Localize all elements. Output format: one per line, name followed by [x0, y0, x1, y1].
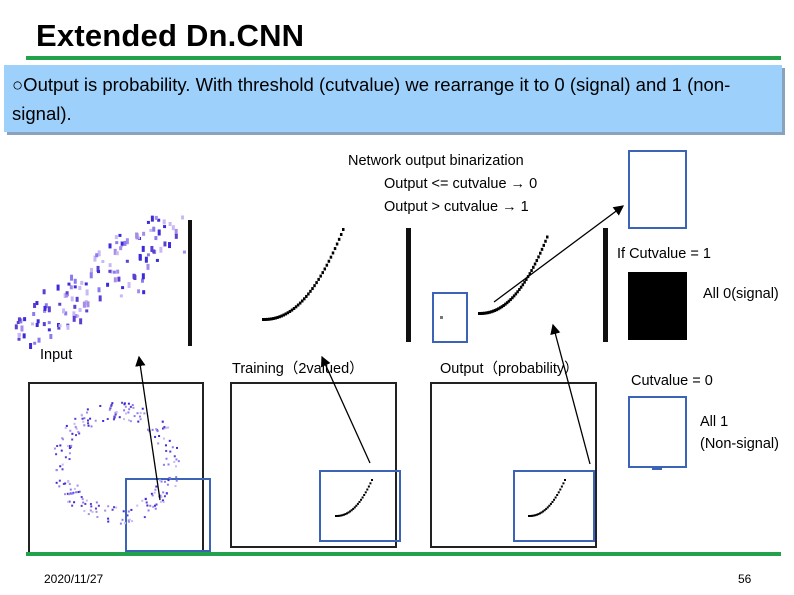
input-crop-edge	[188, 220, 192, 346]
input-panel-label: Input	[40, 347, 73, 363]
summary-banner: ○Output is probability. With threshold (…	[4, 65, 782, 132]
output-crop-edge	[603, 228, 608, 342]
banner-text: ○Output is probability. With threshold (…	[12, 74, 731, 124]
footer-date: 2020/11/27	[44, 572, 104, 586]
cutvalue-zero-label: Cutvalue = 0	[631, 373, 713, 389]
binarization-rule-zero: Output <= cutvalue → 0	[384, 176, 538, 192]
output-zoom-box	[513, 470, 595, 542]
panel-hits	[53, 401, 566, 525]
cutvalue-one-label: If Cutvalue = 1	[617, 246, 711, 262]
binarization-rule-one: Output > cutvalue → 1	[384, 199, 529, 215]
track-crops	[262, 228, 549, 321]
output-panel-label: Output（probability）	[440, 361, 579, 377]
all-signal-black-block	[628, 272, 687, 340]
training-panel-label: Training（2valued）	[232, 361, 364, 377]
input-hits-crop	[14, 215, 186, 350]
binarized-preview-box	[628, 150, 687, 229]
input-zoom-box	[125, 478, 211, 552]
slide-title: Extended Dn.CNN	[36, 18, 305, 53]
all-signal-label: All 0(signal)	[703, 286, 779, 302]
title-underline	[26, 56, 781, 60]
input-panel	[28, 382, 204, 554]
output-crop-highlight	[432, 292, 468, 343]
training-zoom-box	[319, 470, 401, 542]
page-number: 56	[738, 572, 752, 586]
footer-rule	[26, 552, 781, 556]
training-crop-edge	[406, 228, 411, 342]
all-non-signal-sublabel: (Non-signal)	[700, 436, 779, 452]
binarization-heading: Network output binarization	[348, 153, 524, 169]
all-non-signal-label: All 1	[700, 414, 729, 430]
training-panel	[230, 382, 397, 548]
pointer-arrows	[135, 205, 625, 501]
